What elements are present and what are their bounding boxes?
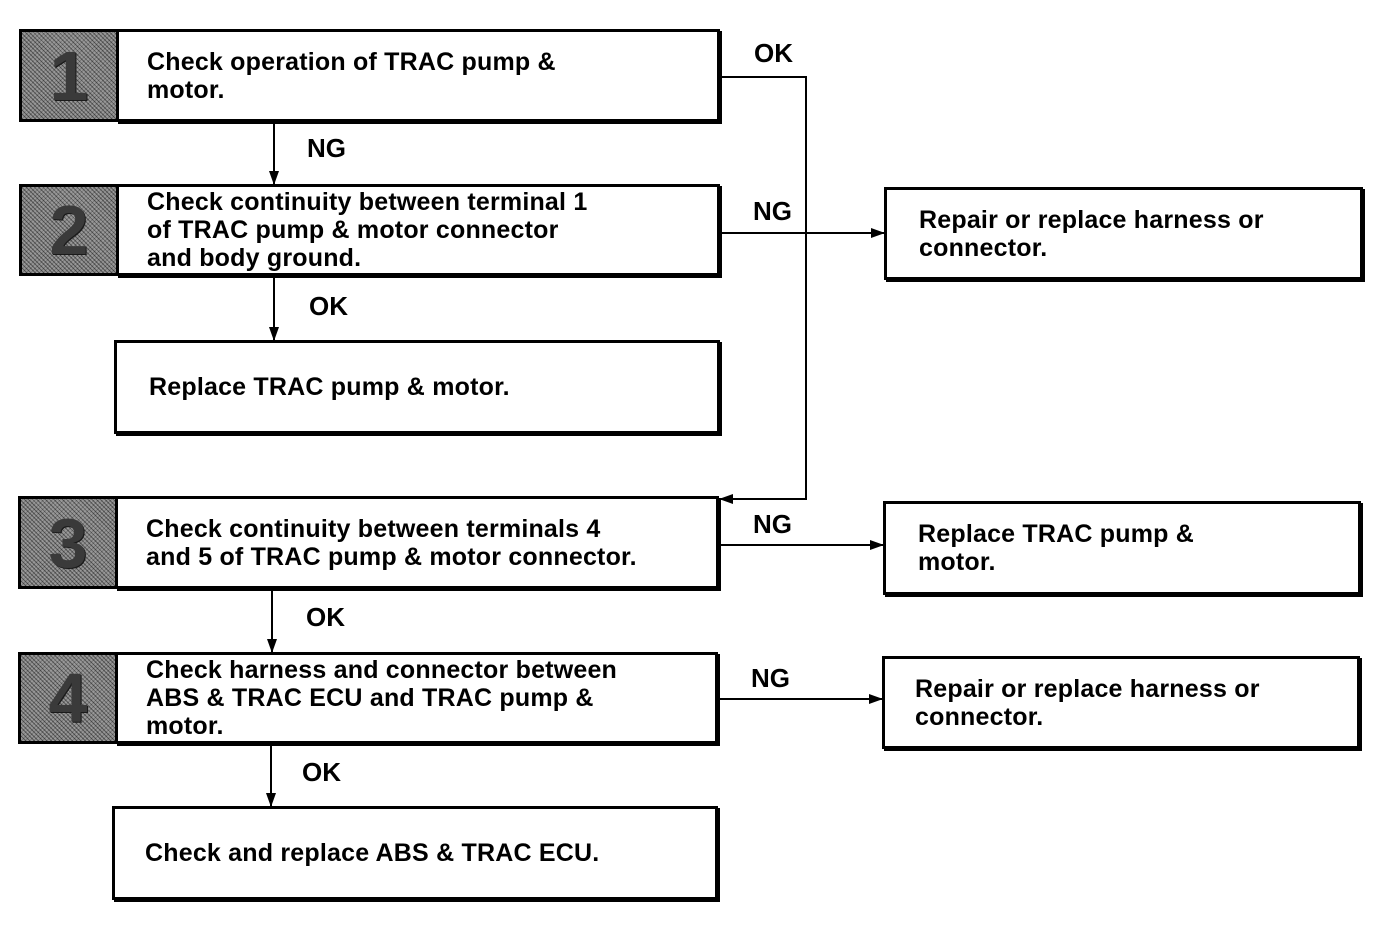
step-2-badge: 2: [19, 184, 116, 276]
step-4-number: 4: [48, 659, 88, 737]
label-step4-ng: NG: [751, 663, 790, 693]
step-2-box: Check continuity between terminal 1 of T…: [116, 184, 720, 276]
result-replace-pump-box-2: Replace TRAC pump & motor.: [883, 501, 1361, 595]
label-step3-ng: NG: [753, 509, 792, 539]
step-1-badge: 1: [19, 29, 116, 122]
step-1-box: Check operation of TRAC pump & motor.: [116, 29, 720, 122]
arrow-step1-to-step3: [719, 76, 807, 504]
step-3-number: 3: [48, 503, 88, 582]
result-repair-harness-box-1: Repair or replace harness or connector.: [884, 187, 1363, 280]
result-replace-pump-text-2: Replace TRAC pump & motor.: [918, 520, 1195, 576]
label-step2-ok: OK: [309, 291, 348, 321]
step-3-text: Check continuity between terminals 4 and…: [146, 514, 637, 571]
label-step1-ok: OK: [754, 38, 793, 68]
step-4-box: Check harness and connector between ABS …: [115, 652, 718, 744]
result-replace-ecu-box: Check and replace ABS & TRAC ECU.: [112, 806, 718, 900]
result-replace-ecu-text: Check and replace ABS & TRAC ECU.: [145, 839, 600, 867]
step-1-number: 1: [49, 36, 89, 115]
label-step2-ng: NG: [753, 196, 792, 226]
step-4-badge: 4: [18, 652, 115, 744]
step-2-number: 2: [49, 191, 89, 269]
result-replace-pump-box: Replace TRAC pump & motor.: [114, 340, 720, 434]
step-2-text: Check continuity between terminal 1 of T…: [147, 188, 588, 272]
step-4-text: Check harness and connector between ABS …: [146, 656, 618, 740]
step-1-text: Check operation of TRAC pump & motor.: [147, 47, 556, 104]
step-3-box: Check continuity between terminals 4 and…: [115, 496, 719, 589]
label-step3-ok: OK: [306, 602, 345, 632]
label-step4-ok: OK: [302, 757, 341, 787]
label-step1-ng: NG: [307, 133, 346, 163]
result-repair-harness-text-2: Repair or replace harness or connector.: [915, 674, 1260, 731]
result-repair-harness-box-2: Repair or replace harness or connector.: [882, 656, 1360, 749]
result-replace-pump-text: Replace TRAC pump & motor.: [149, 373, 510, 401]
result-repair-harness-text-1: Repair or replace harness or connector.: [919, 205, 1264, 262]
step-3-badge: 3: [18, 496, 115, 589]
